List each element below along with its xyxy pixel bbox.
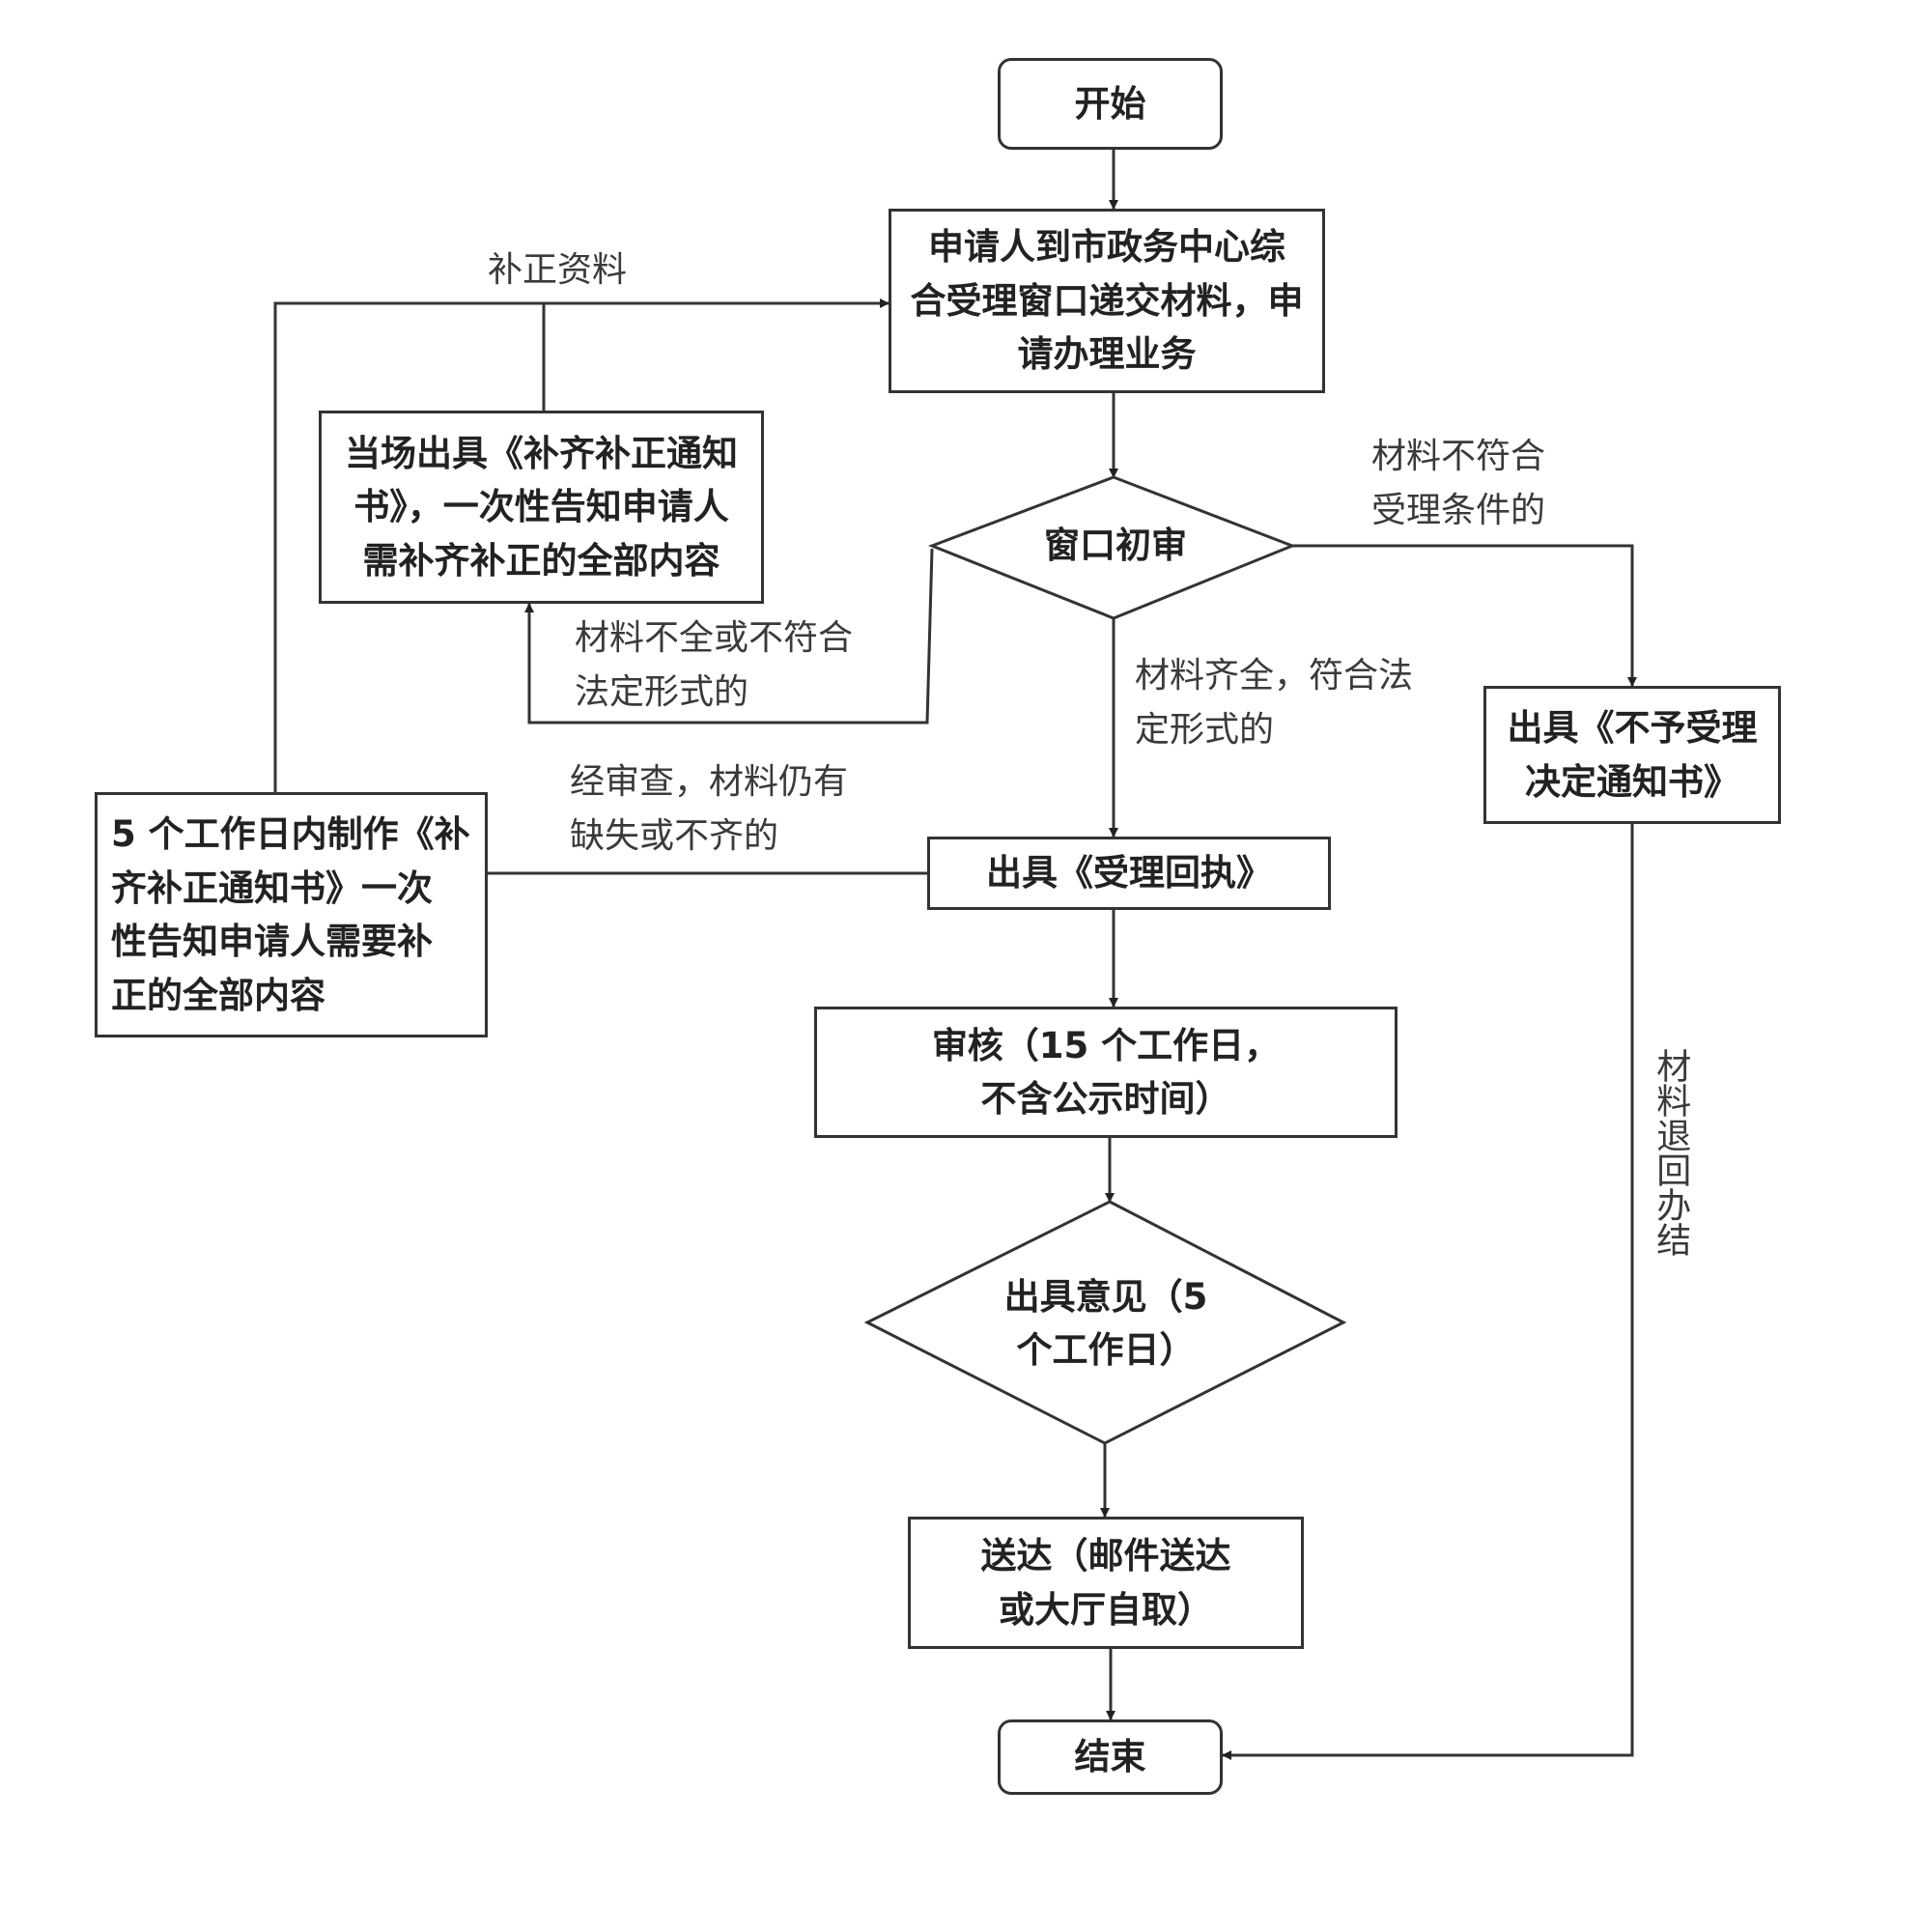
onsite-supplement-notice-node: 当场出具《补齐补正通知 书》，一次性告知申请人 需补齐补正的全部内容 [319, 411, 764, 604]
edge-label-incomplete: 材料不全或不符合 法定形式的 [575, 618, 854, 712]
start-node: 开始 [998, 58, 1223, 150]
edge-review-to-reject [1292, 544, 1637, 687]
initial-review-label: 窗口初审 [1044, 525, 1187, 567]
reject-notice-node: 出具《不予受理 决定通知书》 [1483, 686, 1781, 824]
edge-label-returned: 材料退回办结 [1651, 1048, 1691, 1257]
five-day-supplement-notice-node: 5 个工作日内制作《补 齐补正通知书》一次 性告知申请人需要补 正的全部内容 [95, 792, 488, 1037]
end-node: 结束 [998, 1719, 1223, 1795]
submit-materials-node: 申请人到市政务中心综 合受理窗口递交材料，申 请办理业务 [889, 209, 1325, 393]
edge-label-still-missing: 经审查，材料仍有 缺失或不齐的 [570, 762, 849, 856]
opinion-diamond [863, 1200, 1347, 1445]
edge-label-not-eligible: 材料不符合 受理条件的 [1371, 437, 1546, 530]
edge-label-supplement: 补正资料 [488, 250, 628, 290]
audit-node: 审核（15 个工作日， 不含公示时间） [814, 1007, 1398, 1138]
receipt-node: 出具《受理回执》 [927, 837, 1331, 910]
initial-review-diamond [927, 475, 1297, 620]
edge-review-to-onsite-notice [524, 548, 934, 724]
edge-supplement-to-submit [273, 298, 889, 792]
delivery-node: 送达（邮件送达 或大厅自取） [908, 1517, 1304, 1649]
opinion-label: 出具意见（5 个工作日） [1003, 1275, 1208, 1372]
edge-label-complete: 材料齐全，符合法 定形式的 [1135, 656, 1414, 750]
edge-reject-to-end [1222, 824, 1634, 1760]
